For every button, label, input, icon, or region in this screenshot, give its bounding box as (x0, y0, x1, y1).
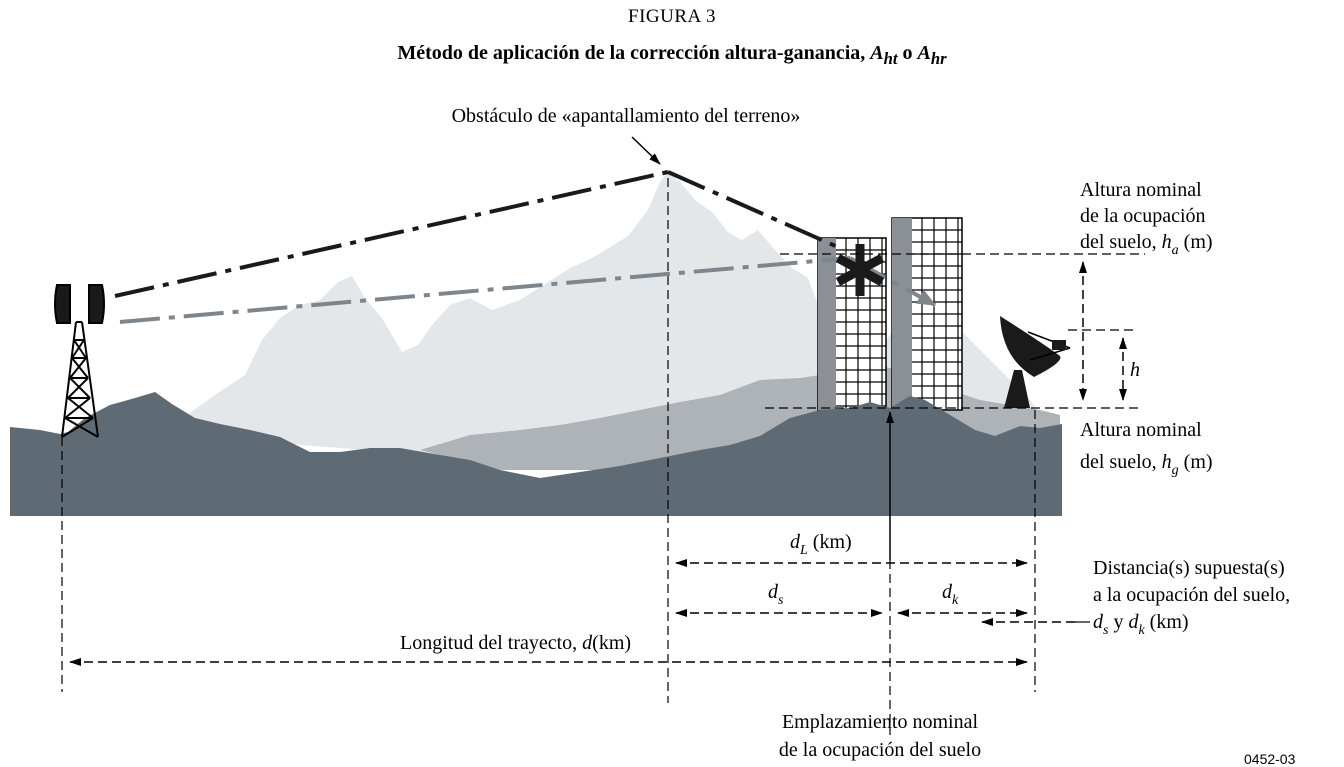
svg-text:Altura nominal: Altura nominal (1080, 419, 1202, 441)
ground-terrain (10, 392, 1062, 516)
dk-label: dk (942, 581, 959, 608)
ds-label: ds (768, 581, 784, 608)
clutter-height-label: Altura nominal de la ocupación del suelo… (1080, 179, 1213, 258)
caption-symbol-2: Ahr (917, 42, 947, 68)
path-length-label: Longitud del trayecto, d(km) (400, 632, 631, 654)
ray-horizon (114, 170, 841, 298)
clutter-site-label: Emplazamiento nominal de la ocupación de… (779, 711, 981, 761)
svg-text:Distancia(s) supuesta(s): Distancia(s) supuesta(s) (1093, 557, 1285, 579)
figure-caption: Método de aplicación de la corrección al… (0, 42, 1344, 69)
svg-text:a la ocupación del suelo,: a la ocupación del suelo, (1093, 584, 1290, 606)
assumed-distance-label: Distancia(s) supuesta(s) a la ocupación … (1093, 557, 1290, 638)
figure-code: 0452-03 (1244, 751, 1296, 767)
svg-text:del suelo, ha (m): del suelo, ha (m) (1080, 231, 1213, 258)
obstacle-label: Obstáculo de «apantallamiento del terren… (452, 105, 801, 127)
caption-text: Método de aplicación de la corrección al… (397, 42, 871, 64)
distance-arrows (69, 559, 1075, 666)
svg-text:de la ocupación: de la ocupación (1080, 205, 1206, 227)
interference-star-icon (835, 244, 885, 296)
ground-height-label: Altura nominal del suelo, hg (m) (1080, 419, 1213, 478)
caption-symbol-1: Aht (870, 42, 898, 68)
guide-lines (61, 178, 1145, 735)
svg-text:Emplazamiento nominal: Emplazamiento nominal (782, 711, 978, 733)
obstacle-pointer (631, 136, 661, 165)
dL-label: dL (km) (790, 531, 852, 558)
svg-text:ds y dk (km): ds y dk (km) (1093, 611, 1189, 638)
svg-text:de la ocupación del suelo: de la ocupación del suelo (779, 739, 981, 761)
h-label: h (1130, 359, 1140, 381)
svg-text:Altura nominal: Altura nominal (1080, 179, 1202, 201)
caption-conjunction: o (897, 42, 918, 64)
receiver-dish (1000, 316, 1071, 408)
height-arrows (1079, 261, 1127, 401)
svg-text:del suelo, hg (m): del suelo, hg (m) (1080, 451, 1213, 478)
figure-number: FIGURA 3 (628, 6, 716, 27)
transmitter-tower (54, 284, 105, 438)
